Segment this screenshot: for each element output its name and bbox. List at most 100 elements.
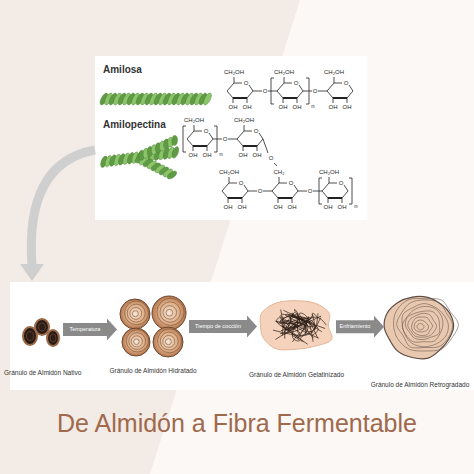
stage-caption: Gránulo de Almidón Retrogradado xyxy=(371,382,470,389)
process-step-label: Temperatura xyxy=(69,327,102,333)
growth-ring xyxy=(163,306,177,320)
granule-stage: Gránulo de Almidón Retrogradado xyxy=(385,295,455,360)
label-slot: Amilosa xyxy=(103,65,142,75)
atom-label: n xyxy=(354,203,357,209)
label-slot: OH xyxy=(293,104,302,110)
growth-ring xyxy=(158,329,182,353)
atom-label: OH xyxy=(203,152,212,158)
ring-edge xyxy=(233,97,247,99)
atom-label: OH xyxy=(329,104,338,110)
label-slot: CH₂OH xyxy=(324,69,344,75)
growth-ring xyxy=(412,317,433,336)
atom-label: O xyxy=(223,136,228,142)
label-slot: O xyxy=(308,188,313,194)
atom-label: OH xyxy=(239,152,248,158)
hydrated-granule xyxy=(120,296,186,357)
polymer-strand xyxy=(280,317,313,342)
label-slot: O xyxy=(223,136,228,142)
atom-label: O xyxy=(263,88,268,94)
label-slot: O xyxy=(289,180,294,186)
ring-edge xyxy=(243,145,257,147)
growth-ring xyxy=(130,307,142,319)
arrow-head xyxy=(20,264,44,281)
granule-stage: Gránulo de Almidón Hidratado xyxy=(118,298,188,356)
atom-label: OH xyxy=(189,152,198,158)
label-slot: OH xyxy=(343,104,352,110)
gelatinized-granule xyxy=(260,301,332,350)
diagram-title: De Almidón a Fibra Fermentable xyxy=(0,411,474,436)
process-arrow xyxy=(63,323,107,336)
atom-label: O xyxy=(339,180,344,186)
polymer-strand xyxy=(281,319,305,333)
atom-label: OH xyxy=(324,204,333,210)
growth-ring xyxy=(132,311,138,317)
atom-label: CH₂OH xyxy=(224,69,244,75)
growth-ring xyxy=(160,332,178,350)
label-slot: CH₂OH xyxy=(219,169,239,175)
atom-label: CH₂OH xyxy=(324,69,344,75)
growth-ring xyxy=(402,304,448,347)
label-slot: CH₂ xyxy=(274,169,285,175)
process-arrow xyxy=(189,320,247,333)
label-slot: Amilopectina xyxy=(103,120,166,130)
granule xyxy=(152,296,186,330)
helix xyxy=(135,133,181,162)
curved-arrow xyxy=(31,150,95,266)
label-slot: n xyxy=(311,103,314,109)
atom-label: OH xyxy=(274,204,283,210)
process-step-label: Enfriamiento xyxy=(339,324,372,330)
growth-ring xyxy=(126,330,148,352)
granule xyxy=(122,328,150,356)
atom-label: O xyxy=(269,155,274,161)
atom-label: O xyxy=(204,128,209,134)
stage-caption: Gránulo de Almidón Hidratado xyxy=(109,368,196,375)
atom-label: OH xyxy=(253,152,262,158)
helix-turn xyxy=(172,135,178,145)
label-slot: O xyxy=(244,80,249,86)
label-slot: OH xyxy=(229,104,238,110)
growth-ring xyxy=(405,311,439,340)
atom-label: CH₂OH xyxy=(184,117,204,123)
label-slot: O xyxy=(204,128,209,134)
ring-edge xyxy=(328,197,342,199)
label-slot: n xyxy=(354,203,357,209)
label-slot: CH₂OH xyxy=(234,117,254,123)
branch-bond xyxy=(263,139,277,166)
helix xyxy=(98,92,213,106)
polymer-strand xyxy=(294,310,307,328)
growth-ring xyxy=(125,301,149,325)
ring-edge xyxy=(333,97,347,99)
growth-ring xyxy=(157,298,184,325)
caption-slot: Gránulo de Almidón Gelatinizado xyxy=(249,372,344,379)
label-slot: O xyxy=(239,180,244,186)
sugar-ring xyxy=(322,177,348,203)
sugar-ring xyxy=(227,77,253,103)
repeat-bracket xyxy=(319,178,352,204)
growth-ring xyxy=(394,298,459,351)
label-slot: OH xyxy=(329,104,338,110)
stage-caption: Gránulo de Almidón Gelatinizado xyxy=(249,372,344,379)
label-slot: O xyxy=(344,80,349,86)
swollen-granule xyxy=(260,301,332,350)
label-slot: OH xyxy=(238,204,247,210)
ring-edge xyxy=(283,97,297,99)
growth-ring xyxy=(163,335,175,347)
label-slot: OH xyxy=(274,204,283,210)
label-slot: OH xyxy=(203,152,212,158)
atom-label: CH₂OH xyxy=(219,169,239,175)
process-step-label: Tiempo de cocción xyxy=(194,324,242,330)
granule xyxy=(384,296,453,358)
chemical-structure xyxy=(183,77,353,204)
granule xyxy=(153,327,183,357)
granule xyxy=(120,299,150,329)
molecule-name: Amilosa xyxy=(103,65,142,75)
growth-ring xyxy=(402,306,443,342)
growth-ring xyxy=(39,323,46,331)
helix xyxy=(98,145,182,169)
atom-label: O xyxy=(254,128,259,134)
atom-label: OH xyxy=(343,104,352,110)
sugar-ring xyxy=(277,77,303,103)
atom-label: n xyxy=(219,151,222,157)
growth-ring xyxy=(134,339,140,345)
label-slot: O xyxy=(269,155,274,161)
